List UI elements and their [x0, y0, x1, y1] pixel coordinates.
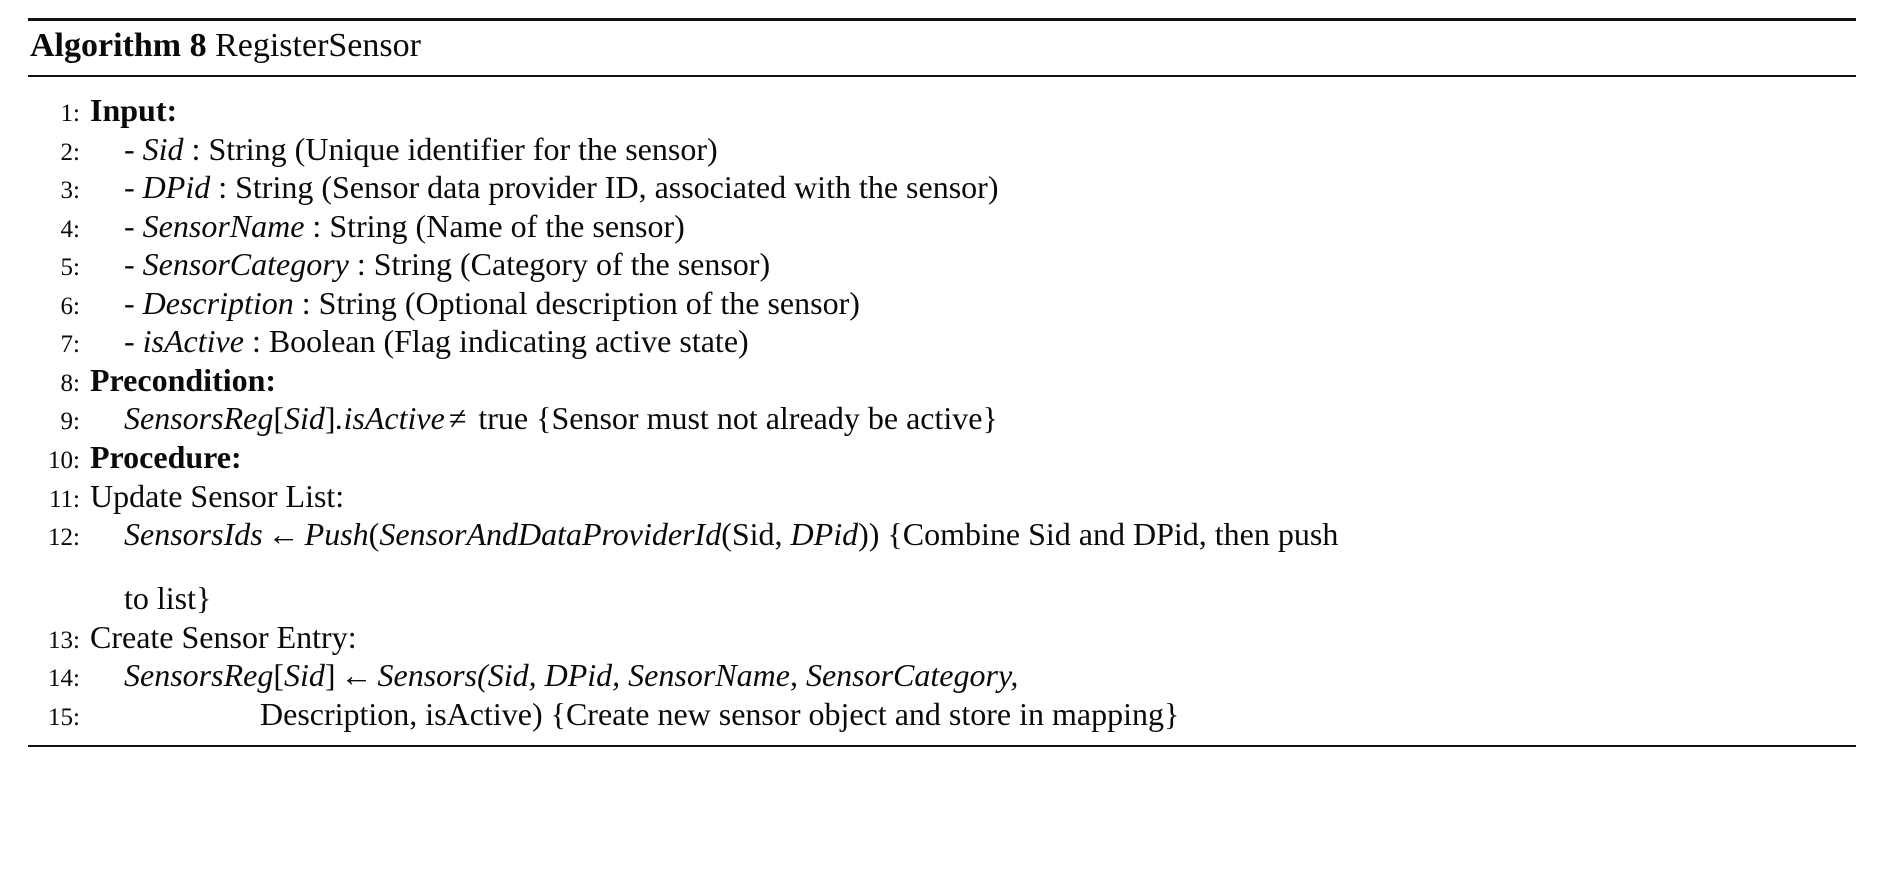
line-token: SensorAndDataProviderId	[379, 516, 722, 553]
line-number: 1:	[60, 100, 80, 128]
algorithm-header: Algorithm 8 RegisterSensor	[28, 21, 1856, 75]
line-token: SensorsIds	[124, 516, 263, 553]
line-token: ≠	[448, 400, 467, 437]
algorithm-line: 13: Create Sensor Entry:	[28, 618, 1856, 657]
line-number: 11:	[48, 485, 80, 513]
line-token: -	[124, 207, 143, 244]
line-token: : String (Optional description of the se…	[293, 284, 860, 321]
algorithm-number-label: Algorithm 8	[30, 27, 207, 64]
algorithm-line: 2: - Sid : String (Unique identifier for …	[28, 130, 1856, 169]
algorithm-line: 7: - isActive : Boolean (Flag indicating …	[28, 322, 1856, 361]
line-text: - isActive : Boolean (Flag indicating ac…	[90, 322, 1856, 361]
line-text: Description, isActive) {Create new senso…	[260, 695, 1180, 732]
line-text: Precondition:	[90, 361, 277, 398]
line-number: 4:	[60, 215, 80, 243]
line-token: : String (Category of the sensor)	[348, 246, 771, 283]
line-token: : Boolean (Flag indicating active state)	[243, 323, 749, 360]
line-token: true {Sensor must not already be active}	[470, 400, 998, 437]
line-token: [	[273, 400, 284, 437]
line-text: - Description : String (Optional descrip…	[90, 284, 1856, 323]
line-text: SensorsIds←Push(SensorAndDataProviderId(…	[90, 515, 1856, 554]
line-token: : String (Sensor data provider ID, assoc…	[210, 169, 999, 206]
line-text: SensorsReg[Sid].isActive≠ true {Sensor m…	[90, 399, 1856, 438]
line-token: isActive	[142, 323, 244, 360]
line-token: DPid	[142, 169, 211, 206]
algorithm-title: RegisterSensor	[215, 27, 421, 64]
line-token: -	[124, 246, 143, 283]
line-token: Push	[304, 516, 369, 553]
algorithm-block: Algorithm 8 RegisterSensor 1: Input: 2: - S…	[28, 18, 1856, 748]
line-text: to list}	[124, 580, 212, 617]
line-token: Sid	[142, 130, 184, 167]
line-token: SensorName	[142, 207, 305, 244]
algorithm-line: 3: - DPid : String (Sensor data provider …	[28, 168, 1856, 207]
algorithm-bottom-rule	[28, 745, 1856, 748]
line-number: 3:	[60, 177, 80, 205]
line-token: SensorCategory	[142, 246, 349, 283]
line-number: 12:	[48, 524, 80, 552]
algorithm-top-rule	[28, 18, 1856, 21]
line-text: Update Sensor List:	[90, 477, 345, 514]
line-text: Procedure:	[90, 439, 242, 475]
line-token: : String (Unique identifier for the sens…	[183, 130, 718, 167]
algorithm-line: 5: - SensorCategory : String (Category of…	[28, 245, 1856, 284]
algorithm-line: 8: Precondition:	[28, 361, 1856, 400]
algorithm-line: 12: SensorsIds←Push(SensorAndDataProvider…	[28, 515, 1856, 554]
algorithm-line: 4: - SensorName : String (Name of the sen…	[28, 207, 1856, 246]
line-token: SensorsReg	[124, 400, 274, 437]
line-token: ]	[324, 400, 336, 437]
algorithm-lines: 1: Input: 2: - Sid : String (Unique identif…	[28, 77, 1856, 745]
algorithm-line: 9: SensorsReg[Sid].isActive≠ true {Sensor…	[28, 399, 1856, 438]
line-number: 7:	[60, 331, 80, 359]
algorithm-line: 1: Input:	[28, 91, 1856, 130]
algorithm-line: 14: SensorsReg[Sid]←Sensors(Sid, DPid, Se…	[28, 656, 1856, 695]
algorithm-line: 10: Procedure:	[28, 438, 1856, 477]
line-text: - SensorCategory : String (Category of t…	[90, 245, 1856, 284]
line-number: 10:	[48, 447, 80, 474]
line-token: Description	[142, 284, 294, 321]
line-token: Sid	[283, 657, 325, 694]
algorithm-line: 6: - Description : String (Optional descr…	[28, 284, 1856, 323]
line-token: ))	[858, 516, 880, 553]
line-number: 13:	[48, 626, 80, 654]
algorithm-line: 15: Description, isActive) {Create new se…	[28, 695, 1856, 734]
line-token: (Sid,	[721, 516, 791, 553]
line-token: DPid	[790, 516, 859, 553]
line-token: -	[124, 169, 143, 206]
line-text: - SensorName : String (Name of the senso…	[90, 207, 1856, 246]
line-number: 14:	[48, 665, 80, 693]
line-text: - DPid : String (Sensor data provider ID…	[90, 168, 1856, 207]
line-token: Sid	[283, 400, 325, 437]
line-number: 2:	[60, 138, 80, 166]
line-token: ]	[324, 657, 336, 694]
line-number: 15:	[48, 703, 80, 731]
algorithm-header-rule	[28, 75, 1856, 78]
line-token: SensorsReg	[124, 657, 274, 694]
line-token: (	[368, 516, 380, 553]
line-token: -	[124, 130, 143, 167]
line-number: 8:	[60, 369, 80, 397]
line-token: Sensors(Sid, DPid, SensorName, SensorCat…	[377, 657, 1019, 694]
line-token: {Combine Sid and DPid, then push	[879, 516, 1339, 553]
line-number: 5:	[60, 254, 80, 282]
line-token: -	[124, 323, 143, 360]
line-text: Input:	[90, 92, 178, 129]
line-token: -	[124, 284, 143, 321]
line-token: .isActive	[335, 400, 445, 437]
line-number: 9:	[60, 408, 80, 436]
line-token: [	[273, 657, 284, 694]
algorithm-line-continuation: to list}	[28, 554, 1856, 618]
line-text: Create Sensor Entry:	[90, 618, 357, 655]
line-token: ←	[267, 516, 300, 553]
line-text: SensorsReg[Sid]←Sensors(Sid, DPid, Senso…	[90, 656, 1856, 695]
algorithm-line: 11: Update Sensor List:	[28, 477, 1856, 516]
line-number: 6:	[60, 292, 80, 320]
line-token: : String (Name of the sensor)	[304, 207, 685, 244]
line-text: - Sid : String (Unique identifier for th…	[90, 130, 1856, 169]
line-token: ←	[340, 657, 373, 694]
